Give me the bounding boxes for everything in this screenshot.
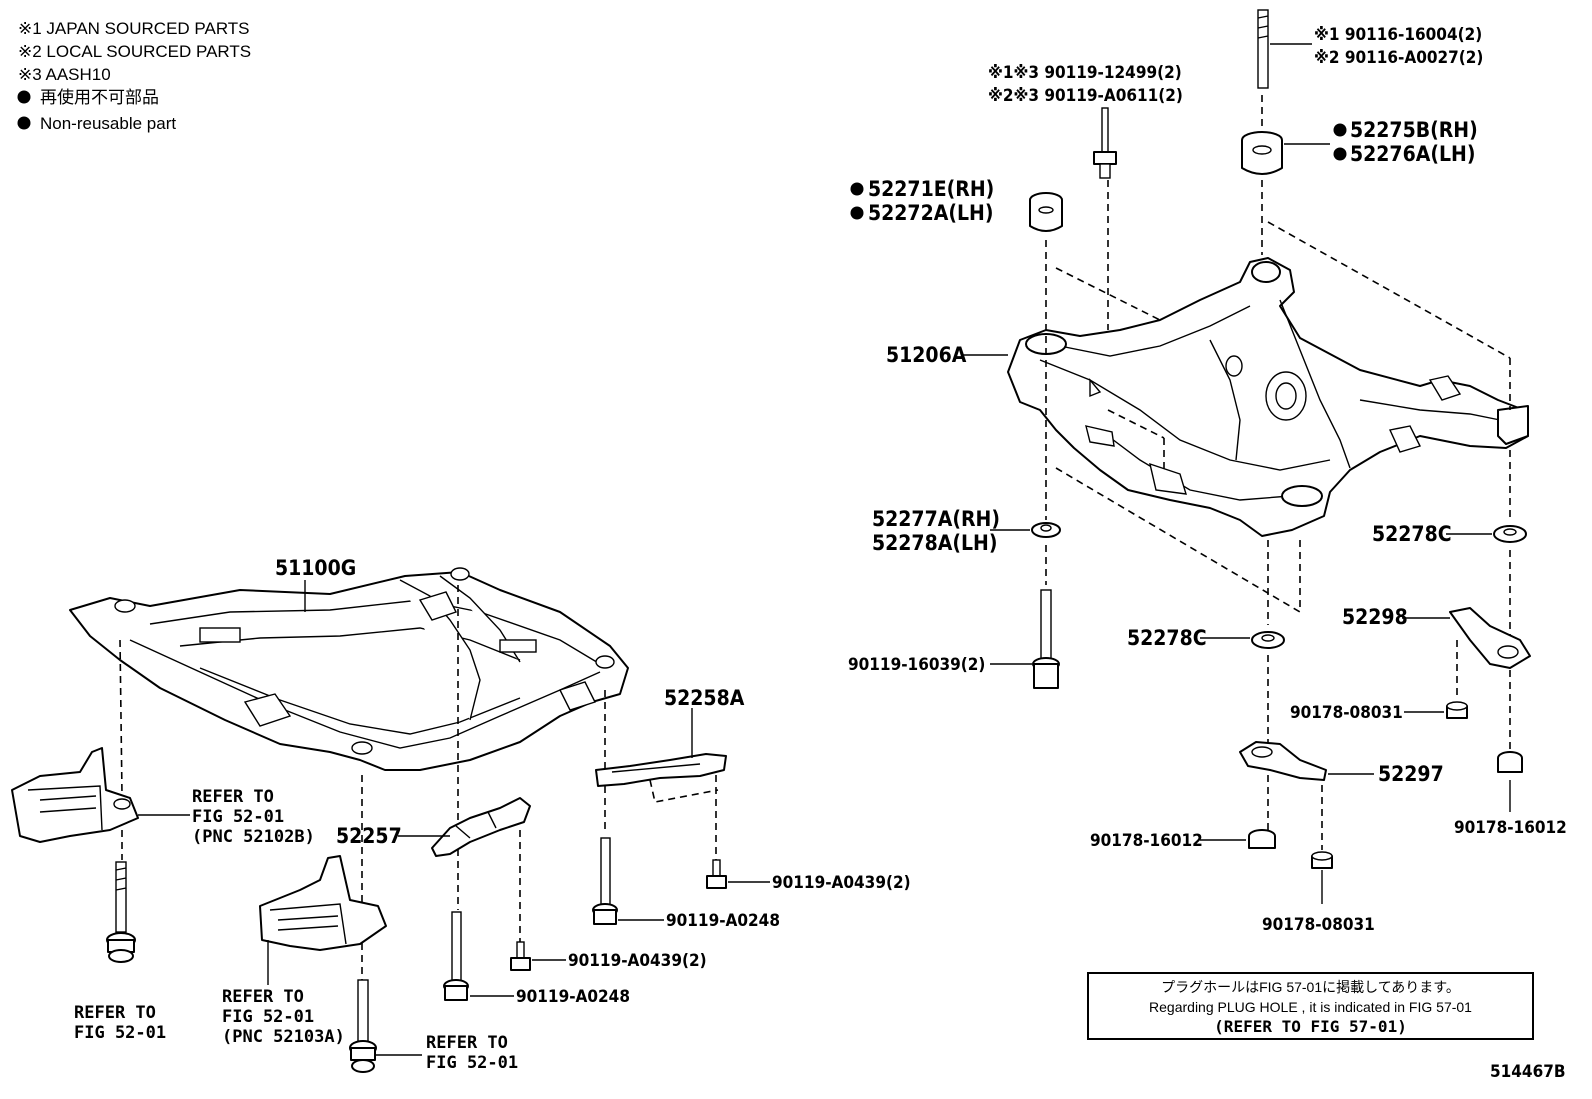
bolt-label-90119-a0248-top: 90119-A0248 [666, 911, 780, 931]
bolt-a0439-right [706, 859, 727, 889]
bolt-label-90119-a0248-bottom: 90119-A0248 [516, 987, 630, 1007]
ref-center-line1: REFER TO [426, 1033, 508, 1053]
stud-label-line2: ※2 90116-A0027(2) [1314, 48, 1483, 68]
nut-label-90178-16012-right: 90178-16012 [1454, 818, 1567, 838]
nut-08031-upper [1446, 701, 1468, 719]
bolt-16039 [1032, 589, 1060, 689]
washer-52278c-middle [1251, 631, 1285, 649]
figure-id: 514467B [1490, 1062, 1566, 1082]
bolt-a0248-right [592, 837, 618, 925]
stud-label-line1: ※1 90116-16004(2) [1314, 25, 1482, 45]
legend-aash10: ※3 AASH10 [18, 65, 111, 84]
ref-pnc52103a-line1: REFER TO [222, 987, 304, 1007]
legend-non-reusable-jp: 再使用不可部品 [40, 87, 159, 107]
part-label-52297: 52297 [1378, 762, 1444, 786]
ref-pnc52103a-line2: FIG 52-01 [222, 1007, 314, 1027]
nut-16012-right [1497, 751, 1523, 773]
nut-label-90178-08031-lower: 90178-08031 [1262, 915, 1375, 935]
ref-pnc52102b-line1: REFER TO [192, 787, 274, 807]
nut-label-90178-08031-upper: 90178-08031 [1290, 703, 1403, 723]
part-label-52277a: 52277A(RH) [872, 507, 1000, 531]
note-line-jp: プラグホールはFIG 57-01に掲載してあります。 [1161, 979, 1460, 995]
washer-52277a [1031, 522, 1061, 538]
front-crossmember-drawing [69, 567, 629, 771]
bushing-52275b [1241, 131, 1283, 175]
top-stud [1257, 9, 1269, 89]
legend: ※1 JAPAN SOURCED PARTS ※2 LOCAL SOURCED … [17, 19, 251, 133]
bolt-label-90119-a0439-bottom: 90119-A0439(2) [568, 951, 707, 971]
non-reusable-dot-icon [850, 182, 864, 196]
non-reusable-dot-icon [850, 206, 864, 220]
bracket-52257 [431, 797, 531, 857]
ref-pnc52102b-line3: (PNC 52102B) [192, 827, 315, 847]
nut-08031-lower [1311, 851, 1333, 869]
legend-japan: ※1 JAPAN SOURCED PARTS [18, 19, 250, 38]
part-label-52278c-right: 52278C [1372, 522, 1452, 546]
bolt-label-12499-line1: ※1※3 90119-12499(2) [988, 63, 1182, 83]
washer-52278c-right [1493, 525, 1527, 543]
part-label-52278c-middle: 52278C [1127, 626, 1207, 650]
bushing-52271e [1029, 192, 1063, 232]
bolt-label-12499-line2: ※2※3 90119-A0611(2) [988, 86, 1183, 106]
center-mount-bracket [259, 855, 387, 951]
ref-pnc52102b-line2: FIG 52-01 [192, 807, 284, 827]
ref-left-line1: REFER TO [74, 1003, 156, 1023]
part-label-52278a: 52278A(LH) [872, 531, 997, 555]
non-reusable-dot-icon [1333, 123, 1347, 137]
bolt-a0439-left [510, 941, 531, 971]
part-label-51206a: 51206A [886, 343, 967, 367]
part-label-52271e: 52271E(RH) [868, 177, 994, 201]
plug-hole-note: プラグホールはFIG 57-01に掲載してあります。 Regarding PLU… [1087, 972, 1534, 1040]
left-bolt-stack [106, 861, 136, 963]
legend-local: ※2 LOCAL SOURCED PARTS [18, 42, 251, 61]
arm-52298 [1449, 607, 1531, 669]
rear-subframe-drawing [1007, 257, 1529, 537]
non-reusable-dot-icon [1333, 147, 1347, 161]
nut-label-90178-16012-middle: 90178-16012 [1090, 831, 1203, 851]
ref-center-line2: FIG 52-01 [426, 1053, 518, 1073]
part-label-52272a: 52272A(LH) [868, 201, 993, 225]
part-label-52257: 52257 [336, 824, 402, 848]
ref-left-line2: FIG 52-01 [74, 1023, 166, 1043]
part-label-52275b: 52275B(RH) [1350, 118, 1478, 142]
ref-pnc52103a-line3: (PNC 52103A) [222, 1027, 345, 1047]
bolt-12499 [1093, 107, 1117, 179]
non-reusable-dot-icon [17, 90, 31, 104]
note-refer-link: (REFER TO FIG 57-01) [1214, 1017, 1407, 1036]
nut-16012-middle [1248, 829, 1276, 849]
bolt-label-90119-a0439-top: 90119-A0439(2) [772, 873, 911, 893]
left-mount-bracket [11, 747, 139, 843]
note-line-en: Regarding PLUG HOLE , it is indicated in… [1149, 999, 1472, 1015]
part-label-52258a: 52258A [664, 686, 745, 710]
center-bolt-stack [349, 979, 377, 1073]
arm-52297 [1239, 741, 1327, 781]
bolt-a0248-left [443, 911, 469, 1001]
non-reusable-dot-icon [17, 116, 31, 130]
part-label-52298: 52298 [1342, 605, 1408, 629]
part-label-51100g: 51100G [275, 556, 356, 580]
bolt-label-90119-16039: 90119-16039(2) [848, 655, 985, 675]
legend-non-reusable-en: Non-reusable part [40, 114, 176, 133]
part-label-52276a: 52276A(LH) [1350, 142, 1475, 166]
bracket-52258a [595, 753, 727, 787]
